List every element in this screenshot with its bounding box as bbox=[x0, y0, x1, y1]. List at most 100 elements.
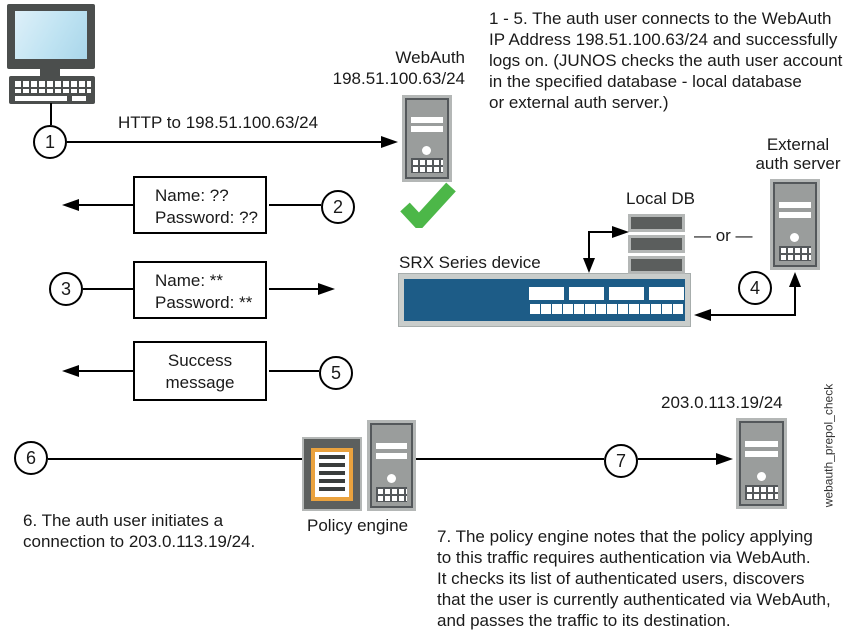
connector-step1-webauth bbox=[67, 141, 383, 143]
connector-step7-left bbox=[416, 458, 604, 460]
step-circle-2: 2 bbox=[321, 190, 355, 224]
step-circle-6: 6 bbox=[14, 441, 48, 475]
policy-document-lines bbox=[319, 455, 345, 494]
step-circle-5: 5 bbox=[319, 356, 353, 390]
note-step-6: 6. The auth user initiates a connection … bbox=[23, 511, 256, 551]
connector-client-step1 bbox=[50, 103, 52, 125]
local-db-icon bbox=[628, 214, 685, 232]
server-button bbox=[386, 473, 396, 483]
step-number: 2 bbox=[332, 196, 343, 217]
step-number: 6 bbox=[25, 447, 36, 468]
server-slot bbox=[779, 201, 811, 208]
http-arrow-label: HTTP to 198.51.100.63/24 bbox=[118, 113, 319, 132]
srx-device-icon bbox=[398, 273, 691, 327]
server-body bbox=[739, 421, 784, 506]
server-slot bbox=[376, 442, 407, 449]
keyboard-spacebar bbox=[15, 96, 67, 101]
server-slot bbox=[745, 440, 778, 447]
server-button bbox=[422, 146, 431, 156]
arrowhead-up-external bbox=[789, 272, 801, 287]
webauth-name: WebAuth bbox=[395, 48, 465, 67]
step-number: 1 bbox=[44, 131, 55, 152]
arrowhead-right-step3 bbox=[318, 283, 335, 295]
server-slot bbox=[376, 452, 407, 459]
client-computer-icon bbox=[7, 4, 95, 69]
srx-label: SRX Series device bbox=[399, 253, 541, 272]
server-slot bbox=[745, 450, 778, 457]
destination-ip-label: 203.0.113.19/24 bbox=[661, 393, 783, 412]
credentials-prompt-box: Name: ?? Password: ?? bbox=[133, 176, 267, 234]
or-label: — or — bbox=[694, 226, 753, 245]
connector-step5-right bbox=[269, 370, 319, 372]
server-slot bbox=[779, 211, 811, 218]
srx-led-row bbox=[530, 304, 683, 314]
webauth-label: WebAuth 198.51.100.63/24 bbox=[310, 47, 465, 89]
connector-step6 bbox=[48, 458, 302, 460]
connector-step5-left bbox=[78, 370, 133, 372]
note-step-7: 7. The policy engine notes that the poli… bbox=[437, 527, 831, 630]
monitor-screen bbox=[15, 11, 87, 59]
server-vents bbox=[779, 246, 811, 261]
connector-db-horizontal bbox=[589, 231, 615, 233]
connector-db-vertical bbox=[588, 231, 590, 259]
credentials-entry-box: Name: ** Password: ** bbox=[133, 261, 267, 319]
connector-step4-vertical bbox=[794, 286, 796, 316]
server-slot bbox=[411, 126, 443, 133]
local-db-icon bbox=[628, 256, 685, 274]
arrowhead-right-step1 bbox=[381, 136, 398, 148]
arrowhead-left-step5 bbox=[62, 365, 79, 377]
policy-engine-icon bbox=[302, 437, 362, 511]
step-circle-1: 1 bbox=[33, 125, 67, 159]
note-steps-1-5: 1 - 5. The auth user connects to the Web… bbox=[489, 9, 843, 112]
step-circle-3: 3 bbox=[49, 272, 83, 306]
external-auth-server-icon bbox=[770, 179, 820, 270]
step-circle-4: 4 bbox=[738, 271, 772, 305]
step-number: 7 bbox=[615, 450, 626, 471]
connector-step7-right bbox=[638, 458, 718, 460]
entry-password-line: Password: ** bbox=[155, 293, 253, 312]
success-check-icon bbox=[400, 182, 456, 228]
keyboard-icon bbox=[9, 76, 95, 104]
external-auth-label: External auth server bbox=[755, 135, 841, 173]
prompt-password-line: Password: ?? bbox=[155, 208, 258, 227]
arrowhead-left-srx bbox=[694, 309, 711, 321]
connector-step2-right bbox=[269, 204, 321, 206]
server-body bbox=[773, 182, 817, 267]
destination-server-icon bbox=[736, 418, 787, 509]
srx-faceplate bbox=[404, 279, 685, 321]
success-line2: message bbox=[165, 373, 235, 392]
server-slot bbox=[411, 116, 443, 123]
arrowhead-left-step2 bbox=[62, 199, 79, 211]
arrowhead-down-srx bbox=[583, 258, 595, 273]
policy-engine-label: Policy engine bbox=[307, 516, 409, 535]
monitor-stand bbox=[40, 69, 60, 76]
local-db-label: Local DB bbox=[626, 189, 695, 208]
figure-watermark: webauth_prepol_check bbox=[821, 383, 836, 508]
step-number: 4 bbox=[749, 277, 760, 298]
connector-step4-horizontal bbox=[710, 314, 796, 316]
server-button bbox=[756, 471, 766, 481]
keyboard-key bbox=[72, 96, 86, 101]
prompt-name-line: Name: ?? bbox=[155, 186, 229, 205]
step-circle-7: 7 bbox=[604, 444, 638, 478]
server-body bbox=[405, 98, 449, 179]
policy-server-icon bbox=[367, 420, 416, 511]
server-button bbox=[790, 232, 799, 242]
arrowhead-right-destination bbox=[716, 453, 733, 465]
step-number: 3 bbox=[60, 278, 71, 299]
webauth-server-icon bbox=[402, 95, 452, 182]
success-message-box: Success message bbox=[133, 341, 267, 401]
entry-name-line: Name: ** bbox=[155, 271, 224, 290]
policy-document-icon bbox=[311, 448, 353, 501]
arrowhead-right-db bbox=[612, 226, 629, 238]
local-db-icon bbox=[628, 235, 685, 253]
connector-step2-left bbox=[78, 204, 133, 206]
step-number: 5 bbox=[330, 362, 341, 383]
webauth-ip: 198.51.100.63/24 bbox=[332, 69, 465, 88]
server-vents bbox=[376, 487, 407, 502]
keyboard-keys bbox=[13, 79, 91, 93]
connector-step3-left bbox=[83, 288, 133, 290]
success-line1: Success bbox=[167, 351, 233, 370]
srx-port-row bbox=[529, 287, 684, 300]
